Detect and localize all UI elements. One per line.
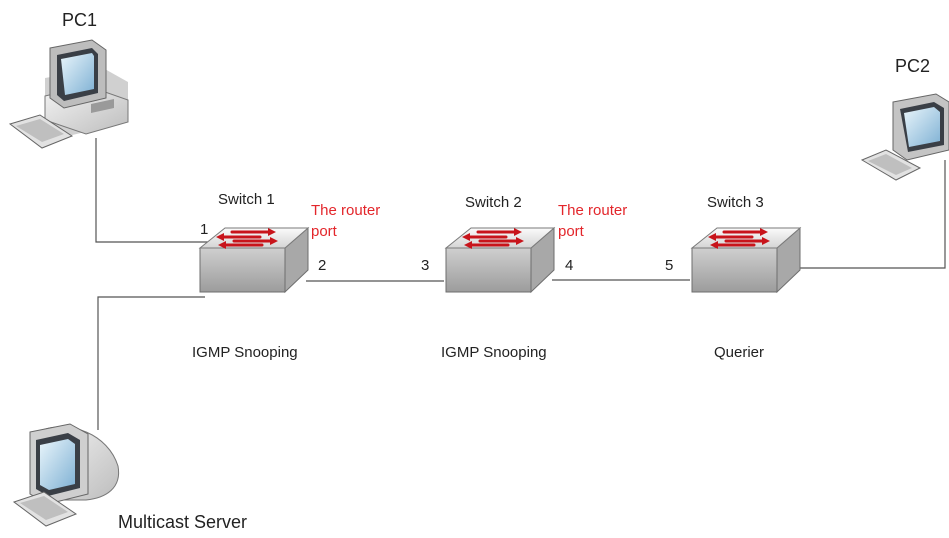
- switch3-label: Switch 3: [707, 194, 764, 211]
- switch1-label: Switch 1: [218, 191, 275, 208]
- router-port-annotation-2-line2: port: [558, 223, 584, 240]
- pc2-label: PC2: [895, 56, 931, 76]
- link-switch3-pc2: [800, 160, 946, 269]
- pc2-computer-icon: [860, 93, 949, 181]
- link-pc1-switch1: [95, 138, 210, 243]
- multicast-server-crt-monitor-icon: [12, 423, 120, 527]
- port-2-label: 2: [318, 257, 327, 274]
- port-5-label: 5: [665, 257, 674, 274]
- multicast-server-label: Multicast Server: [118, 512, 248, 532]
- port-4-label: 4: [565, 257, 574, 274]
- switch1-role-label: IGMP Snooping: [192, 344, 298, 361]
- router-port-annotation-1-line2: port: [311, 223, 337, 240]
- switch2-network-switch-icon: [444, 226, 556, 294]
- router-port-annotation-1: The router port: [311, 200, 380, 242]
- switch2-label: Switch 2: [465, 194, 522, 211]
- switch3-network-switch-icon: [690, 226, 802, 294]
- router-port-annotation-2: The router port: [558, 200, 627, 242]
- port-3-label: 3: [421, 257, 430, 274]
- switch2-role-label: IGMP Snooping: [441, 344, 547, 361]
- port-1-label: 1: [200, 221, 209, 238]
- pc1-label: PC1: [62, 10, 98, 30]
- link-server-switch1: [97, 296, 205, 430]
- switch1-network-switch-icon: [198, 226, 310, 294]
- router-port-annotation-1-line1: The router: [311, 202, 381, 219]
- router-port-annotation-2-line1: The router: [558, 202, 628, 219]
- pc1-computer-icon: [8, 39, 129, 149]
- switch3-role-label: Querier: [714, 344, 765, 361]
